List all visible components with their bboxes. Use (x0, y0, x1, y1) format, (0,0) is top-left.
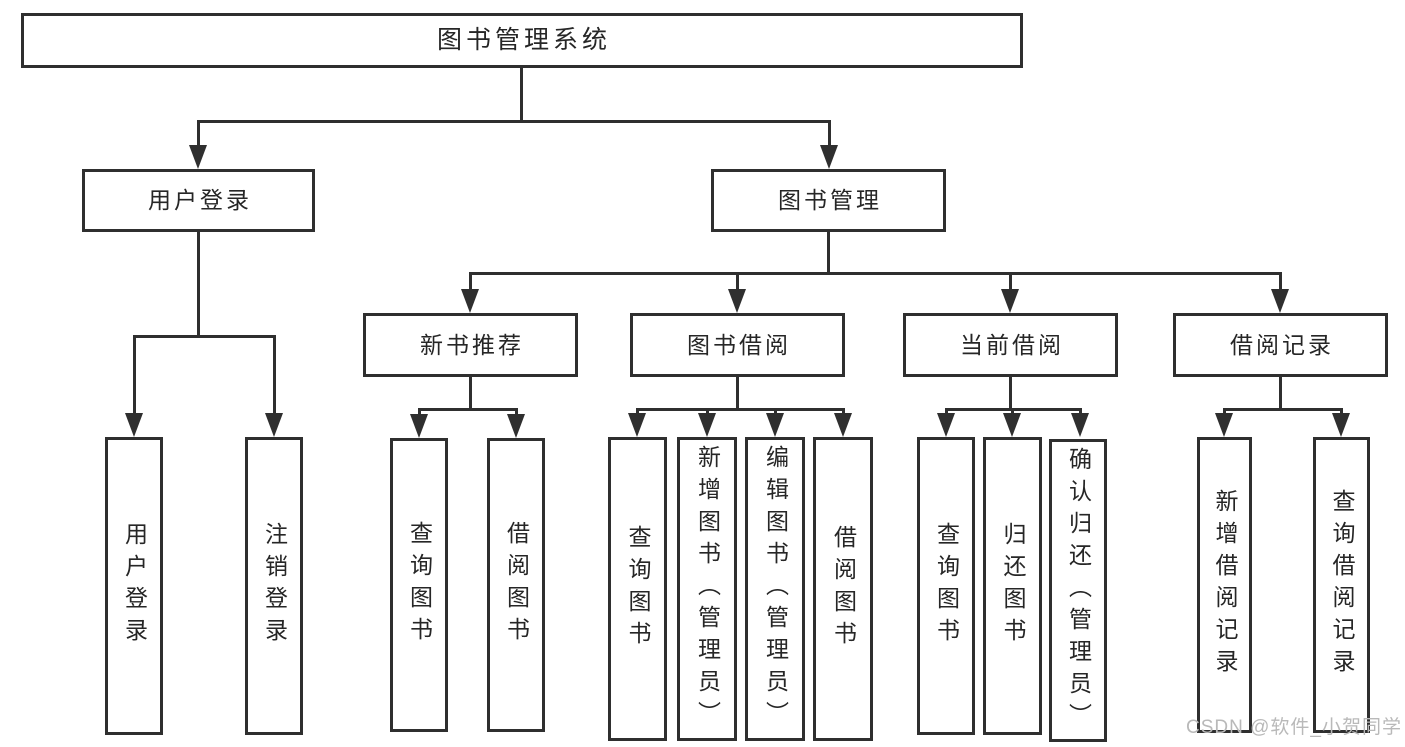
connector-line (1011, 408, 1014, 415)
arrow-down-icon (410, 414, 428, 438)
node-library-management-system: 图书管理系统 (21, 13, 1023, 68)
connector-line (1009, 377, 1012, 410)
connector-line (469, 377, 472, 410)
connector-line (418, 408, 518, 411)
connector-line (515, 408, 518, 416)
connector-line (828, 120, 831, 147)
connector-line (469, 272, 1282, 275)
node-label: 当前借阅 (960, 331, 1064, 358)
connector-line (1279, 272, 1282, 291)
connector-line (842, 408, 845, 415)
node-label: 新增借阅记录 (1212, 489, 1238, 681)
node-label: 新书推荐 (420, 331, 524, 358)
watermark: CSDN @软件_小贺同学 (1186, 717, 1402, 738)
connector-line (706, 408, 709, 415)
node-label: 图书管理系统 (436, 26, 611, 54)
connector-line (520, 68, 523, 122)
arrow-down-icon (698, 413, 716, 437)
node-label: 查询图书 (625, 525, 651, 653)
arrow-down-icon (820, 145, 838, 169)
arrow-down-icon (728, 289, 746, 313)
connector-line (197, 232, 200, 337)
node-label: 注销登录 (261, 522, 288, 650)
leaf-user-login: 用户登录 (105, 437, 163, 735)
arrow-down-icon (1003, 413, 1021, 437)
arrow-down-icon (834, 413, 852, 437)
node-label: 确认归还（管理员） (1065, 446, 1092, 735)
arrow-down-icon (125, 413, 143, 437)
node-label: 查询图书 (406, 521, 433, 649)
arrow-down-icon (766, 413, 784, 437)
leaf-query-books-current: 查询图书 (917, 437, 975, 735)
node-label: 借阅记录 (1230, 331, 1334, 358)
leaf-logout-login: 注销登录 (245, 437, 303, 735)
connector-line (1079, 408, 1082, 415)
arrow-down-icon (265, 413, 283, 437)
node-borrowing-records: 借阅记录 (1173, 313, 1388, 377)
node-label: 归还图书 (1000, 522, 1026, 650)
node-label: 图书借阅 (687, 331, 791, 358)
arrow-down-icon (1001, 289, 1019, 313)
node-label: 图书管理 (778, 187, 882, 213)
leaf-return-books: 归还图书 (983, 437, 1042, 735)
connector-line (736, 377, 739, 410)
connector-line (273, 335, 276, 415)
connector-line (1009, 272, 1012, 291)
connector-line (133, 335, 276, 338)
node-label: 编辑图书（管理员） (762, 445, 789, 733)
connector-line (945, 408, 948, 415)
leaf-confirm-return-admin: 确认归还（管理员） (1049, 439, 1107, 742)
arrow-down-icon (507, 414, 525, 438)
connector-line (774, 408, 777, 415)
connector-line (1279, 377, 1282, 410)
arrow-down-icon (1271, 289, 1289, 313)
leaf-borrow-books-recommend: 借阅图书 (487, 438, 545, 732)
connector-line (418, 408, 421, 416)
connector-line (827, 232, 830, 274)
leaf-add-borrowing-record: 新增借阅记录 (1197, 437, 1252, 733)
arrow-down-icon (628, 413, 646, 437)
node-label: 新增图书（管理员） (694, 445, 721, 733)
connector-line (133, 335, 136, 415)
connector-line (736, 272, 739, 291)
arrow-down-icon (189, 145, 207, 169)
node-book-management: 图书管理 (711, 169, 946, 232)
leaf-add-books-admin: 新增图书（管理员） (677, 437, 737, 741)
node-label: 借阅图书 (503, 521, 530, 649)
connector-line (1340, 408, 1343, 415)
leaf-query-books-recommend: 查询图书 (390, 438, 448, 732)
connector-line (1223, 408, 1226, 415)
arrow-down-icon (461, 289, 479, 313)
connector-line (197, 120, 200, 147)
arrow-down-icon (1332, 413, 1350, 437)
connector-line (469, 272, 472, 291)
node-user-login: 用户登录 (82, 169, 315, 232)
node-label: 查询图书 (933, 522, 960, 650)
leaf-borrow-books-borrowing: 借阅图书 (813, 437, 873, 741)
leaf-query-books-borrowing: 查询图书 (608, 437, 667, 741)
node-label: 查询借阅记录 (1329, 489, 1355, 681)
connector-line (1223, 408, 1343, 411)
node-label: 用户登录 (121, 522, 148, 650)
connector-line (636, 408, 639, 415)
arrow-down-icon (1215, 413, 1233, 437)
node-book-borrowing: 图书借阅 (630, 313, 845, 377)
arrow-down-icon (937, 413, 955, 437)
connector-line (197, 120, 831, 123)
leaf-query-borrowing-record: 查询借阅记录 (1313, 437, 1370, 733)
node-new-book-recommendation: 新书推荐 (363, 313, 578, 377)
node-label: 借阅图书 (830, 525, 857, 653)
node-current-borrowing: 当前借阅 (903, 313, 1118, 377)
arrow-down-icon (1071, 413, 1089, 437)
connector-line (636, 408, 845, 411)
leaf-edit-books-admin: 编辑图书（管理员） (745, 437, 805, 741)
node-label: 用户登录 (148, 187, 252, 213)
